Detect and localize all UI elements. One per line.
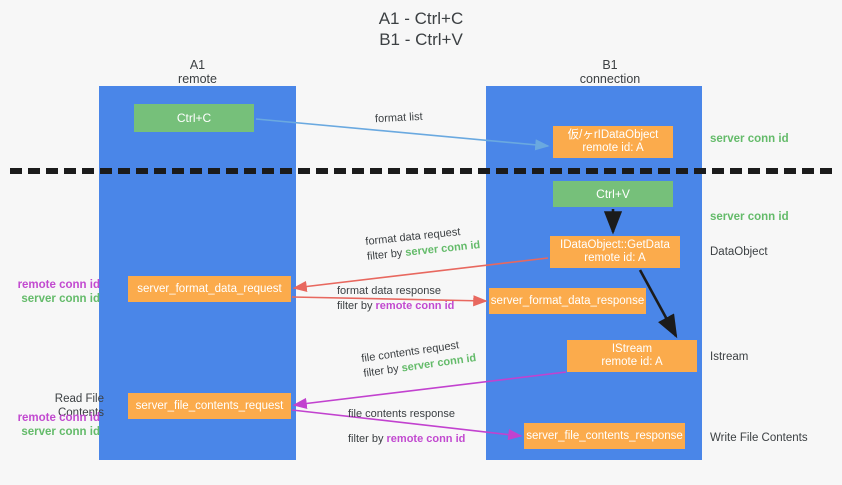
- arrow-label-file-contents-response-filter-prefix: filter by: [348, 433, 387, 445]
- box-server-format-data-response[interactable]: server_format_data_response: [489, 288, 646, 314]
- box-istream-line2: remote id: A: [601, 356, 663, 368]
- box-idataobject-line2: remote id: A: [582, 142, 644, 154]
- arrow-label-format-data-request-filter-prefix: filter by: [366, 246, 406, 263]
- arrow-label-file-contents-response: file contents response filter by remote …: [348, 407, 465, 447]
- title-line-1: A1 - Ctrl+C: [378, 9, 464, 28]
- arrow-label-format-list: format list: [375, 110, 423, 127]
- lane-header-a1: A1 remote: [120, 58, 275, 86]
- arrow-label-file-contents-response-text: file contents response: [348, 408, 456, 420]
- arrow-label-format-data-response-filter-value: remote conn id: [375, 300, 455, 312]
- label-data-object: DataObject: [710, 246, 768, 258]
- lane-header-b1-name: B1: [602, 58, 618, 72]
- box-istream-line1: IStream: [611, 343, 653, 355]
- box-getdata[interactable]: IDataObject::GetData remote id: A: [550, 236, 680, 268]
- box-server-file-contents-response[interactable]: server_file_contents_response: [524, 423, 685, 449]
- box-ctrl-v-label: Ctrl+V: [596, 186, 630, 201]
- arrow-label-format-data-request: format data request filter by server con…: [365, 223, 481, 265]
- label-server-conn-id-mid: server conn id: [710, 211, 789, 223]
- box-server-file-contents-response-label: server_file_contents_response: [526, 429, 683, 442]
- arrow-label-format-list-text: format list: [374, 110, 423, 126]
- box-server-format-data-response-label: server_format_data_response: [490, 294, 645, 307]
- lane-header-b1: B1 connection: [520, 58, 700, 86]
- box-idataobject-line1: 仮/ヶrIDataObject: [567, 129, 659, 141]
- box-server-file-contents-request[interactable]: server_file_contents_request: [128, 393, 291, 419]
- box-ctrl-c[interactable]: Ctrl+C: [134, 104, 254, 132]
- arrow-label-format-data-response: format data response filter by remote co…: [337, 284, 454, 314]
- label-remote-conn-id-upper: remote conn id: [17, 279, 100, 291]
- label-left-conn-ids-lower: remote conn id server conn id: [8, 411, 100, 439]
- arrow-label-format-data-response-text: format data response: [337, 285, 441, 297]
- label-istream: Istream: [710, 351, 749, 363]
- box-ctrl-c-label: Ctrl+C: [176, 110, 212, 125]
- arrow-label-format-data-response-filter-prefix: filter by: [337, 300, 376, 312]
- page-title: A1 - Ctrl+C B1 - Ctrl+V: [0, 8, 842, 50]
- arrow-label-file-contents-request-filter-prefix: filter by: [362, 362, 403, 380]
- label-left-conn-ids-upper: remote conn id server conn id: [8, 278, 100, 306]
- lane-header-a1-name: A1: [189, 58, 206, 72]
- label-write-file-contents: Write File Contents: [710, 432, 808, 444]
- phase-divider: [10, 168, 832, 174]
- box-server-format-data-request-label: server_format_data_request: [137, 282, 282, 295]
- box-idataobject[interactable]: 仮/ヶrIDataObject remote id: A: [553, 126, 673, 158]
- label-read-file-contents: Read File Contents: [54, 393, 104, 419]
- label-server-conn-id-lower: server conn id: [21, 426, 100, 438]
- lane-header-b1-sub: connection: [579, 72, 641, 86]
- label-remote-conn-id-lower: remote conn id: [17, 412, 100, 424]
- box-istream[interactable]: IStream remote id: A: [567, 340, 697, 372]
- title-line-2: B1 - Ctrl+V: [379, 30, 463, 49]
- box-server-format-data-request[interactable]: server_format_data_request: [128, 276, 291, 302]
- box-getdata-line2: remote id: A: [584, 252, 646, 264]
- box-getdata-line1: IDataObject::GetData: [560, 239, 670, 251]
- label-server-conn-id-upper: server conn id: [21, 293, 100, 305]
- lane-header-a1-sub: remote: [178, 72, 217, 86]
- arrow-label-file-contents-response-filter-value: remote conn id: [386, 433, 466, 445]
- arrow-label-file-contents-request: file contents request filter by server c…: [360, 336, 477, 382]
- box-ctrl-v[interactable]: Ctrl+V: [553, 181, 673, 207]
- box-server-file-contents-request-label: server_file_contents_request: [135, 399, 284, 412]
- label-server-conn-id-top: server conn id: [710, 133, 789, 145]
